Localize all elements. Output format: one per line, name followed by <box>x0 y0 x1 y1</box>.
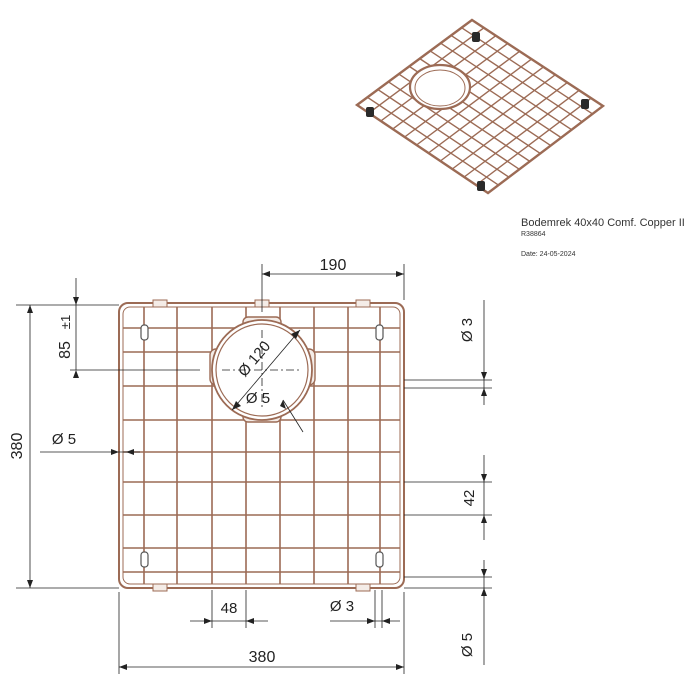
iso-drain-hole-ring <box>408 63 472 111</box>
iso-wire <box>440 42 573 131</box>
iso-wire <box>377 88 510 178</box>
rubber-foot-clips <box>140 324 384 568</box>
iso-wire <box>367 96 499 186</box>
iso-wire <box>461 27 593 115</box>
iso-wire <box>450 34 583 123</box>
dim-label-total-width: 380 <box>249 649 276 666</box>
dim-label-hole-offset: 85 <box>57 341 74 359</box>
iso-wire <box>475 97 592 186</box>
iso-rubber-foot <box>366 107 374 117</box>
iso-drain-hole-inner <box>414 69 466 107</box>
dim-label-foot-left: Ø 5 <box>52 431 76 448</box>
dim-label-hole-offset-tolerance: ±1 <box>58 315 73 329</box>
dim-label-total-height: 380 <box>9 433 26 460</box>
product-date: Date: 24-05-2024 <box>521 251 576 258</box>
dim-label-grid-pitch-vertical: 42 <box>461 490 478 507</box>
iso-wire <box>463 89 580 178</box>
dim-label-foot-center: Ø 5 <box>246 390 270 407</box>
iso-rubber-foot <box>472 32 480 42</box>
iso-rubber-feet <box>366 32 589 191</box>
title-block: Bodemrek 40x40 Comf. Copper II R38864 Da… <box>521 216 696 260</box>
iso-wire <box>451 81 568 170</box>
iso-rubber-foot <box>581 99 589 109</box>
iso-wire <box>439 74 556 162</box>
dim-label-foot-right: Ø 5 <box>459 633 476 657</box>
iso-wire <box>429 50 562 139</box>
product-code: R38864 <box>521 231 546 238</box>
dim-label-grid-pitch-horizontal: 48 <box>221 600 238 617</box>
dim-label-wire-bottom: Ø 3 <box>330 598 354 615</box>
product-name: Bodemrek 40x40 Comf. Copper II <box>521 217 685 229</box>
iso-wire <box>428 66 544 154</box>
dimension-arrows <box>27 271 487 670</box>
dimension-lines <box>16 264 492 674</box>
iso-wire <box>416 58 532 146</box>
iso-rubber-foot <box>477 181 485 191</box>
dim-label-wire-right: Ø 3 <box>459 318 476 342</box>
iso-drain-hole <box>408 63 472 111</box>
iso-rack-frame <box>354 18 606 195</box>
dim-label-top-width: 190 <box>320 257 347 274</box>
iso-wire <box>387 81 520 170</box>
